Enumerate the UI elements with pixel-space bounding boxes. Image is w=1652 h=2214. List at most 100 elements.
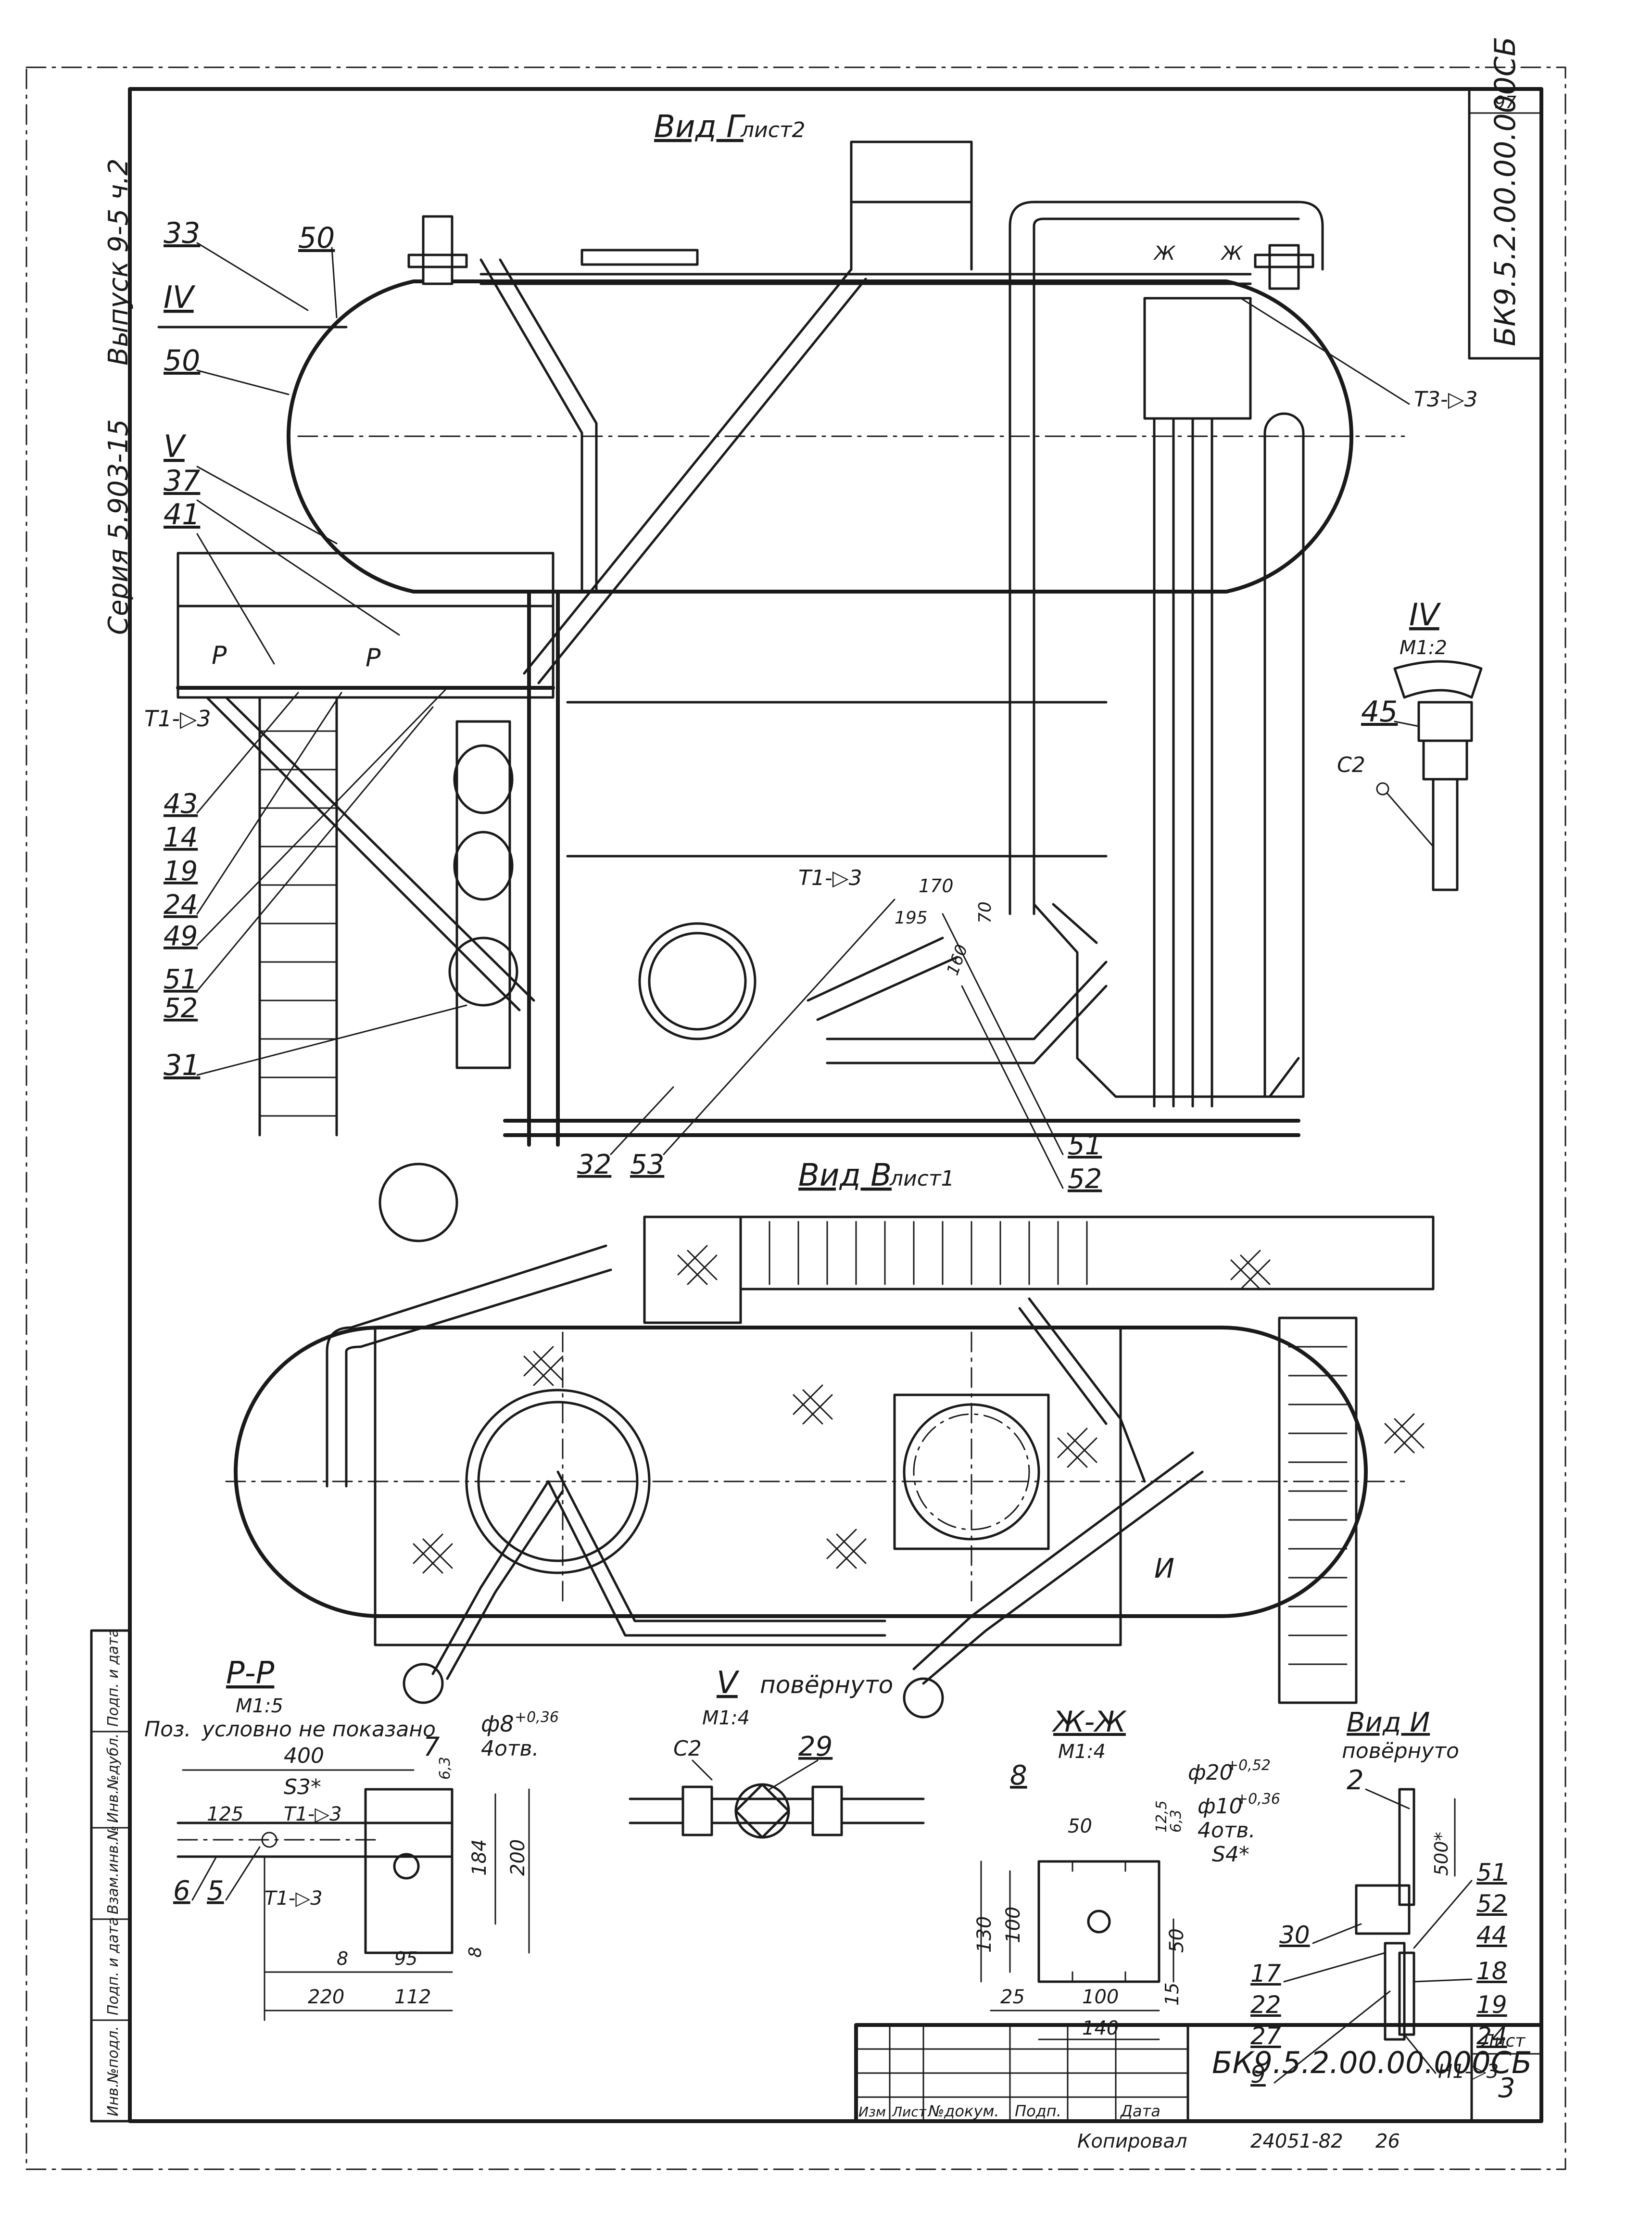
dim-50a: 50 (1068, 1815, 1092, 1837)
callout-37: 37 (164, 464, 200, 498)
view-g: Вид Г лист2 (144, 109, 1478, 1195)
section-pp: Р-Р М1:5 Поз. условно не показано 400 S3… (144, 1656, 559, 2021)
s4-mark: S4* (1212, 1842, 1249, 1867)
view-g-title: Вид Г (654, 109, 745, 145)
inner-frame (128, 87, 1543, 2123)
callout-52a: 52 (164, 993, 198, 1024)
callout-24: 24 (164, 889, 198, 921)
strip-dubl: Инв.№дубл. (105, 1733, 122, 1823)
tb-col-list: Лист (892, 2104, 927, 2120)
callout-18: 18 (1476, 1957, 1507, 1985)
sheet-number: 97 (1494, 93, 1516, 113)
view-v: Вид В лист1 (225, 1158, 1435, 1719)
section-zh-scale: М1:4 (1058, 1741, 1106, 1763)
tb-sheet-no: 3 (1498, 2073, 1515, 2104)
strip-inv: Инв.№подл. (105, 2026, 122, 2116)
weld-t1c: Т1-▷3 (284, 1803, 342, 1825)
phi8: ф8 (481, 1711, 514, 1737)
section-v-scale: М1:4 (702, 1707, 750, 1729)
series-text: Серия 5.903-15 (103, 419, 134, 635)
callout-22: 22 (1250, 1991, 1281, 2019)
sheet-number-box (1468, 88, 1542, 114)
section-pp-label: Р-Р (226, 1656, 275, 1691)
dim-95: 95 (394, 1948, 417, 1969)
vessel-shell (286, 279, 1354, 594)
callout-9: 9 (1250, 2061, 1266, 2088)
strip-podp2: Подп. и дата (105, 1629, 122, 1727)
dim-50b: 50 (1166, 1928, 1188, 1953)
dim-12-5: 12,5 (1153, 1800, 1170, 1833)
weld-t1a: Т1-▷3 (144, 706, 211, 732)
dim-160: 160 (943, 942, 972, 978)
manhole-plan-1 (465, 1389, 651, 1574)
tb-copied: Копировал (1077, 2130, 1187, 2152)
weld-c2a: С2 (1337, 753, 1365, 777)
diagonal-pipe (523, 268, 867, 684)
weld-t3: Т3-▷3 (1414, 387, 1478, 412)
dim-195: 195 (895, 908, 928, 928)
r63-a: 6,3 (437, 1757, 454, 1780)
callout-p2: Р (366, 644, 381, 672)
callout-33: 33 (164, 216, 200, 250)
outer-frame (25, 66, 1566, 2170)
dim-130: 130 (973, 1916, 996, 1953)
dim-125: 125 (207, 1803, 243, 1825)
dim-70: 70 (975, 901, 995, 924)
manhole-top (638, 922, 757, 1040)
dim-140: 140 (1082, 2017, 1119, 2039)
callout-14: 14 (164, 822, 198, 853)
callout-52c: 52 (1476, 1890, 1507, 1918)
callout-v: V (164, 429, 187, 465)
callout-19: 19 (164, 856, 198, 887)
section-iv-label: IV (1409, 597, 1441, 633)
weld-h1: Н1-▷3 (1438, 2061, 1499, 2083)
not-shown-note: условно не показано (201, 1717, 436, 1742)
section-v-note: повёрнуто (760, 1671, 893, 1699)
strip-vzam: Взам.инв.№ (105, 1825, 122, 1914)
callout-51c: 51 (1476, 1859, 1507, 1886)
callout-43: 43 (164, 788, 198, 820)
dim-112: 112 (394, 1986, 431, 2008)
callout-45: 45 (1361, 695, 1398, 729)
dim-8b: 8 (466, 1947, 485, 1958)
callout-iv: IV (164, 280, 196, 316)
view-v-ref: лист1 (889, 1166, 955, 1191)
tb-col-date: Дата (1120, 2102, 1160, 2120)
callout-19b: 19 (1476, 1991, 1507, 2019)
callout-5: 5 (207, 1875, 224, 1907)
r63-b: 6,3 (1168, 1809, 1185, 1833)
tb-sheet-label: Лист (1480, 2031, 1526, 2051)
valve-29 (734, 1783, 790, 1839)
tb-col-podp: Подп. (1015, 2102, 1061, 2120)
dim-25: 25 (1000, 1986, 1025, 2008)
weld-t1d: Т1-▷3 (265, 1887, 323, 1910)
callout-2: 2 (1347, 1765, 1364, 1796)
weld-c2b: С2 (673, 1736, 702, 1761)
callout-6: 6 (173, 1875, 190, 1907)
callout-49: 49 (164, 921, 198, 952)
dim-400: 400 (284, 1744, 324, 1768)
plate-pp (364, 1788, 454, 1954)
callout-29: 29 (798, 1731, 832, 1762)
weld-t1b: Т1-▷3 (798, 866, 862, 890)
section-iv: IV М1:2 45 С2 (1337, 597, 1483, 891)
issue-text: Выпуск 9-5 ч.2 (103, 158, 134, 366)
callout-44: 44 (1476, 1921, 1507, 1949)
view-v-title: Вид В (798, 1158, 892, 1193)
callout-8: 8 (1010, 1760, 1027, 1791)
tb-code: БК9.5.2.00.00.000СБ (1212, 2045, 1532, 2080)
section-zh: Ж-Ж М1:4 8 ф20 +0,52 ф10 +0,36 4отв. S4*… (973, 1705, 1280, 2040)
support-frame (503, 590, 1300, 1147)
bracket-i (1355, 1884, 1411, 1935)
holes-4b: 4отв. (1198, 1818, 1255, 1843)
hatch-marks (413, 1245, 1425, 1574)
section-v-label: V (717, 1665, 740, 1701)
callout-51a: 51 (164, 964, 198, 995)
tb-order: 24051-82 (1250, 2130, 1343, 2152)
view-i: Вид И повёрнуто 2 500* 30 17 22 27 9 51 … (1250, 1707, 1507, 2088)
callout-32: 32 (577, 1149, 611, 1180)
dim-8a: 8 (337, 1948, 348, 1969)
s3-mark: S3* (284, 1775, 321, 1799)
dim-15: 15 (1161, 1983, 1183, 2006)
